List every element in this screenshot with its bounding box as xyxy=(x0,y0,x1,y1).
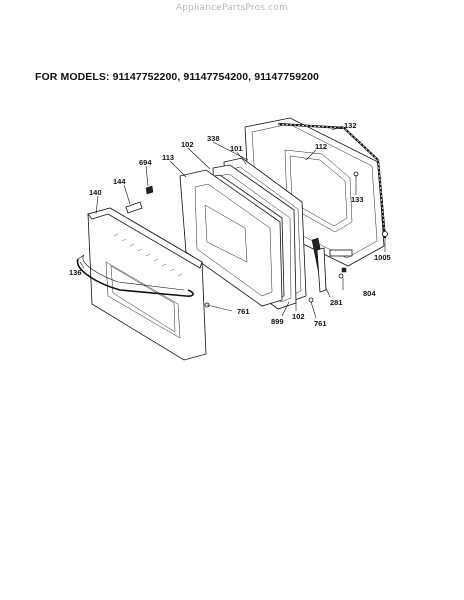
label-1005: 1005 xyxy=(374,253,391,262)
label-136: 136 xyxy=(69,268,82,277)
label-281: 281 xyxy=(330,298,343,307)
label-101: 101 xyxy=(230,144,243,153)
label-113: 113 xyxy=(162,153,174,162)
label-761-left: 761 xyxy=(237,307,250,316)
models-title: FOR MODELS: 91147752200, 91147754200, 91… xyxy=(35,71,319,83)
label-761-right: 761 xyxy=(314,319,327,328)
label-133: 133 xyxy=(351,195,364,204)
label-694: 694 xyxy=(139,158,152,167)
part-labels: 132 338 102 101 112 113 694 144 140 133 … xyxy=(69,121,391,328)
label-112: 112 xyxy=(315,142,327,151)
label-144: 144 xyxy=(113,177,126,186)
label-804: 804 xyxy=(363,289,376,298)
label-102-top: 102 xyxy=(181,140,194,149)
label-140: 140 xyxy=(89,188,102,197)
watermark-text: AppliancePartsPros.com xyxy=(175,3,289,13)
label-102-bottom: 102 xyxy=(292,312,305,321)
screws xyxy=(204,171,388,308)
outer-door xyxy=(76,207,207,361)
label-899: 899 xyxy=(271,317,284,326)
inner-door-panel xyxy=(179,169,283,307)
leader-lines xyxy=(79,125,386,319)
label-338: 338 xyxy=(207,134,220,143)
label-132: 132 xyxy=(344,121,357,130)
small-parts xyxy=(125,185,154,214)
